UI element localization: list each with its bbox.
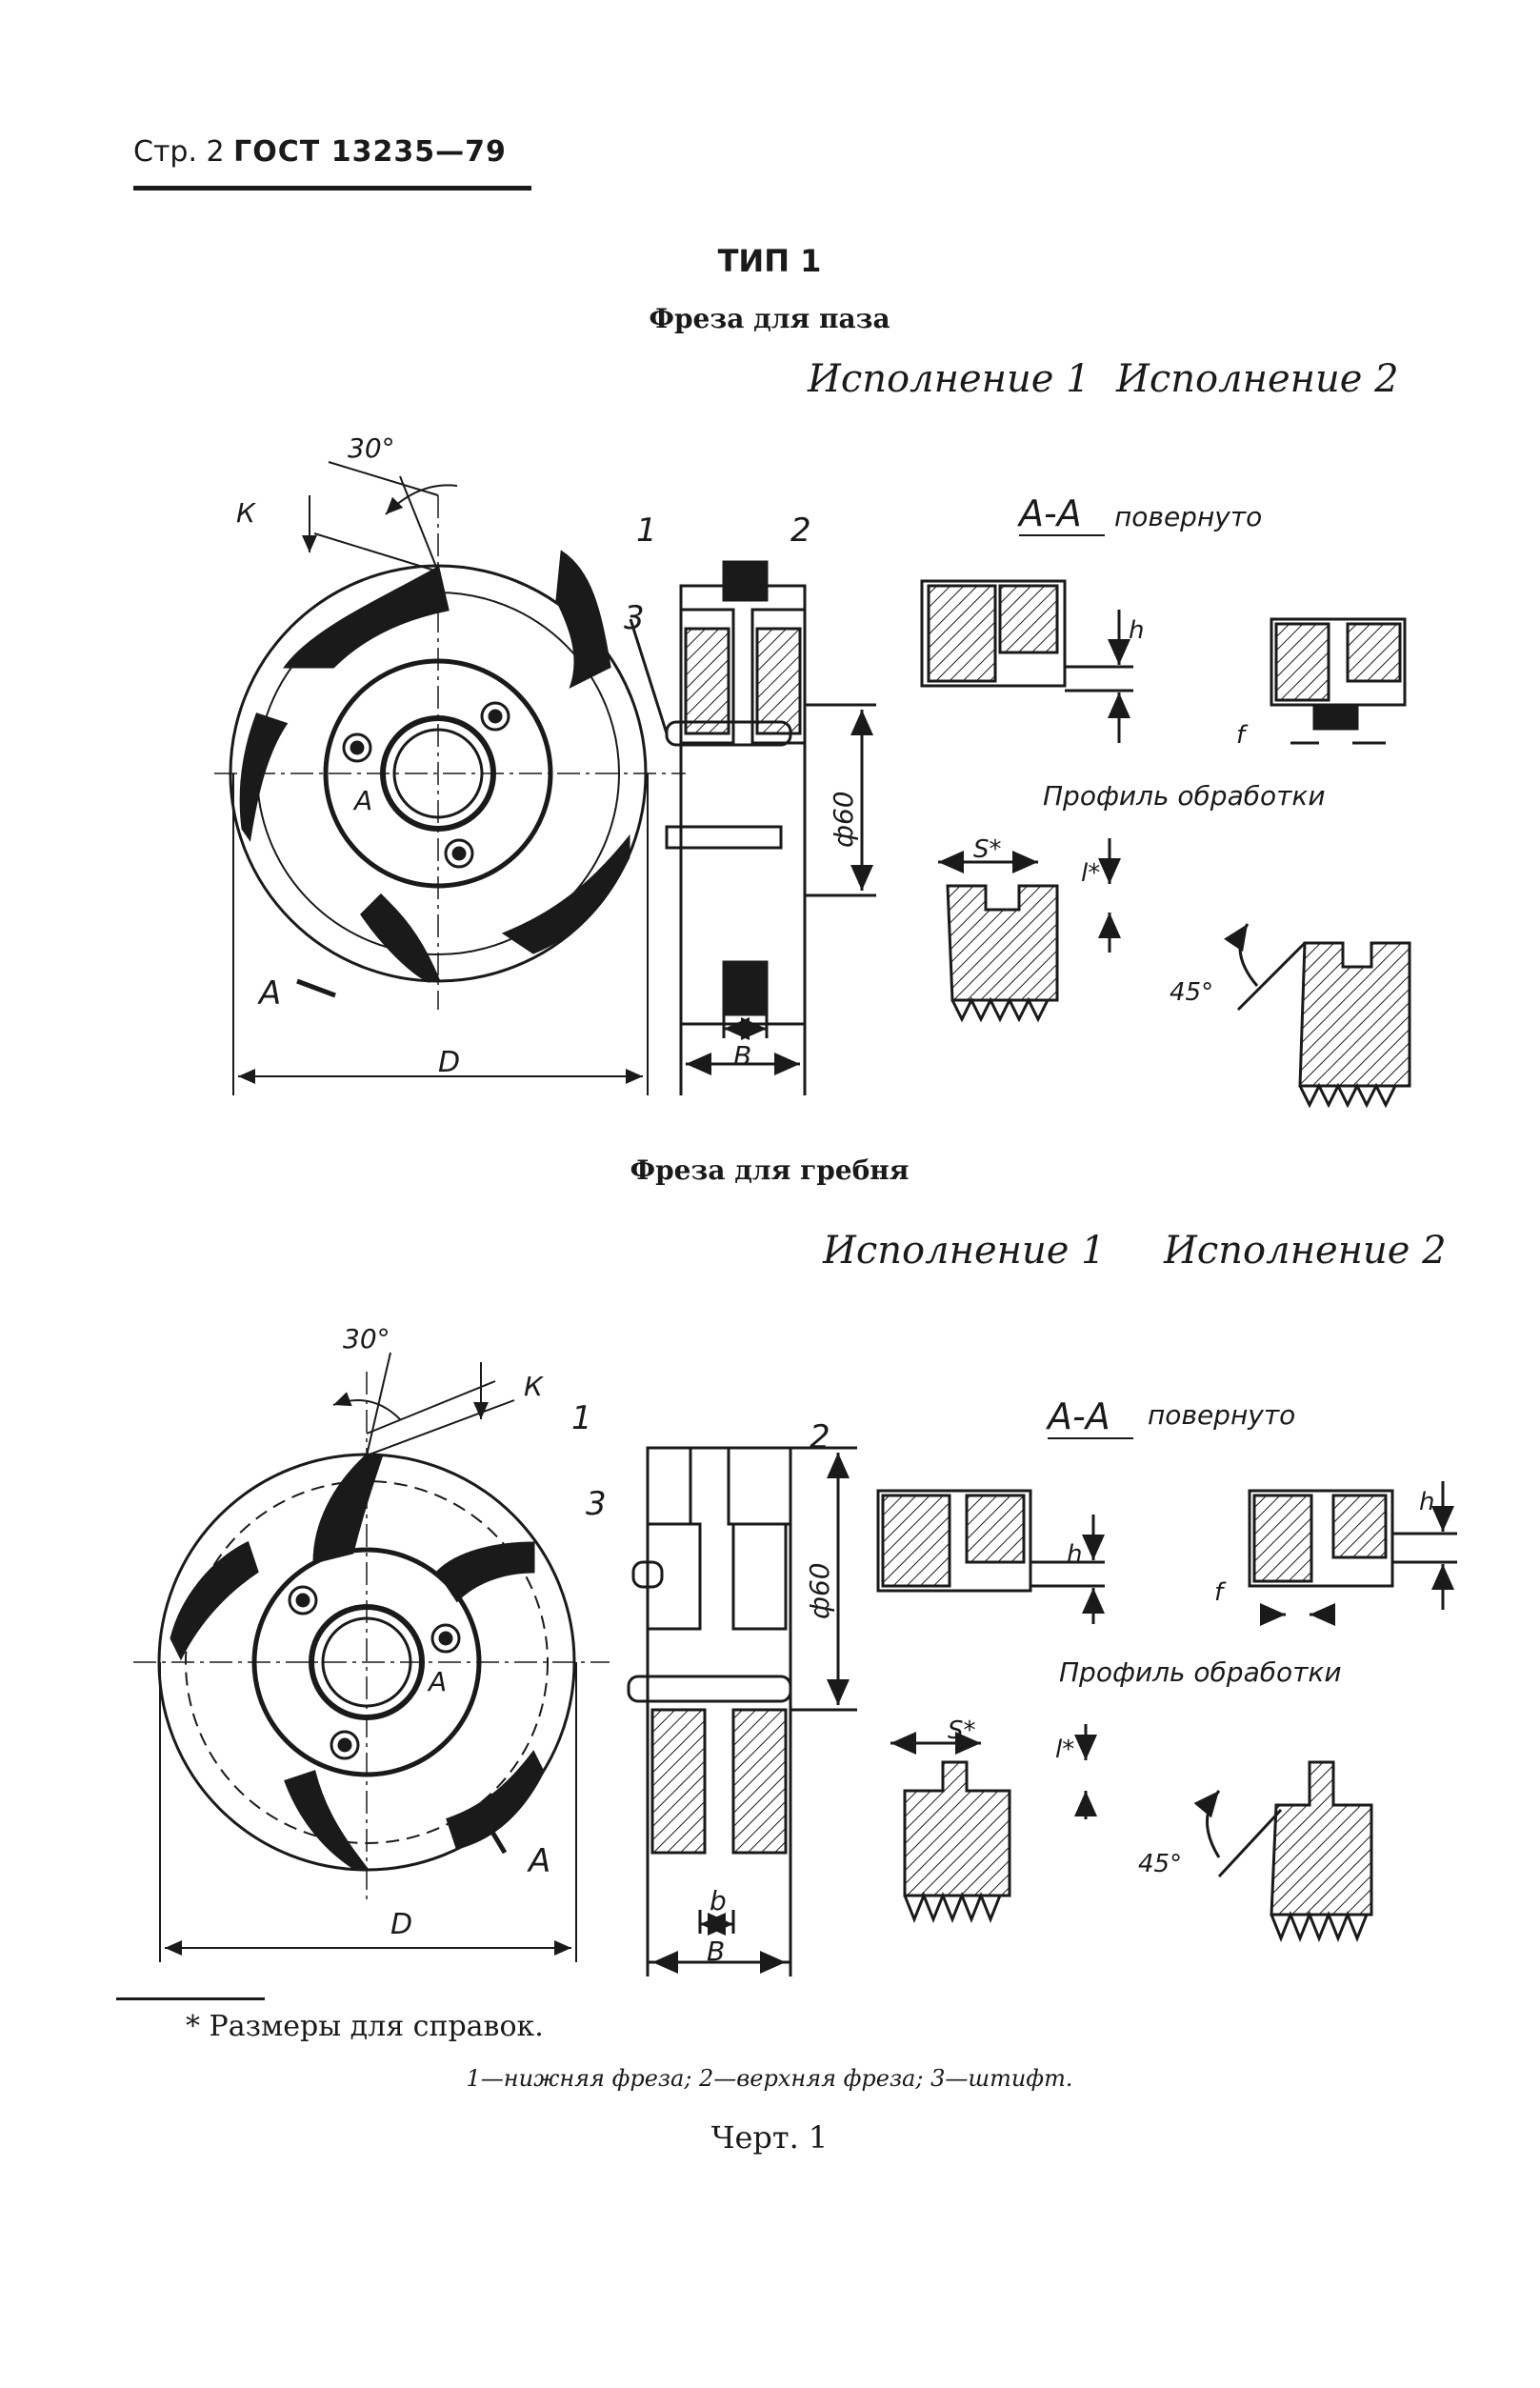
bottom-label-h-left: h xyxy=(1067,1540,1082,1569)
bottom-cutter-side-view xyxy=(627,1446,857,1977)
page-number: Стр. 2 xyxy=(133,135,225,169)
bottom-section-views xyxy=(876,1481,1457,1626)
top-label-b: b xyxy=(737,985,754,1016)
top-section-views xyxy=(920,579,1407,745)
header-rule xyxy=(133,186,531,191)
bottom-label-2: 2 xyxy=(810,1418,830,1456)
top-exec1: Исполнение 1 xyxy=(808,357,1090,401)
bottom-exec2: Исполнение 2 xyxy=(1164,1229,1447,1273)
bottom-label-k: К xyxy=(524,1371,544,1402)
top-label-f: f xyxy=(1236,721,1249,750)
top-label-d60: ф60 xyxy=(828,791,859,848)
bottom-exec1: Исполнение 1 xyxy=(823,1229,1106,1273)
bottom-centerlines xyxy=(133,1372,610,1905)
footnote-rule xyxy=(116,1997,265,2000)
top-dimensions xyxy=(232,461,649,1095)
top-label-45: 45° xyxy=(1170,978,1213,1007)
bottom-label-h-right: h xyxy=(1419,1488,1434,1516)
bottom-label-b: b xyxy=(710,1885,727,1916)
top-label-d: D xyxy=(438,1046,460,1079)
gost-number: ГОСТ 13235—79 xyxy=(233,135,507,169)
bottom-angle-30: 30° xyxy=(343,1323,390,1355)
bottom-section-label: А-А xyxy=(1045,1395,1110,1437)
top-section-label: А-А xyxy=(1016,492,1082,534)
bottom-profile-label: Профиль обработки xyxy=(1059,1656,1342,1688)
bottom-label-f: f xyxy=(1214,1578,1227,1607)
bottom-label-45: 45° xyxy=(1138,1850,1182,1878)
top-label-3: 3 xyxy=(624,599,645,637)
bottom-label-d60: ф60 xyxy=(804,1562,835,1619)
top-label-b-big: B xyxy=(733,1040,751,1072)
top-label-l: l* xyxy=(1081,859,1100,888)
top-label-a-center: А xyxy=(352,785,372,816)
bottom-section-rotated: повернуто xyxy=(1148,1399,1295,1431)
top-label-k: К xyxy=(236,497,256,529)
top-centerlines xyxy=(214,495,686,1010)
bottom-title: Фреза для гребня xyxy=(630,1154,910,1186)
top-label-a: А xyxy=(257,974,281,1013)
bottom-label-a: А xyxy=(527,1842,550,1880)
footnote: * Размеры для справок. xyxy=(186,2010,544,2043)
drawing-number: Черт. 1 xyxy=(710,2119,829,2156)
bottom-label-a-center: А xyxy=(427,1666,447,1697)
bottom-label-l: l* xyxy=(1055,1736,1074,1764)
top-section-rotated: повернуто xyxy=(1114,501,1262,532)
top-label-h: h xyxy=(1129,616,1144,645)
bottom-label-b-big: B xyxy=(707,1936,725,1967)
bottom-profile-views xyxy=(890,1724,1373,1943)
legend: 1—нижняя фреза; 2—верхняя фреза; 3—штифт… xyxy=(466,2065,1073,2092)
top-cutter-side-view xyxy=(629,560,876,1095)
top-exec2: Исполнение 2 xyxy=(1116,357,1399,401)
page-header: Стр. 2 ГОСТ 13235—79 xyxy=(133,135,507,169)
bottom-label-1: 1 xyxy=(571,1399,592,1437)
top-angle-30: 30° xyxy=(348,432,395,464)
top-profile-label: Профиль обработки xyxy=(1043,780,1326,812)
bottom-label-3: 3 xyxy=(586,1485,607,1523)
bottom-label-s: S* xyxy=(948,1716,976,1745)
bottom-label-d: D xyxy=(390,1908,412,1941)
type-title: ТИП 1 xyxy=(717,243,822,279)
top-label-s: S* xyxy=(973,835,1002,864)
top-label-2: 2 xyxy=(790,512,811,550)
top-label-1: 1 xyxy=(636,512,657,550)
top-profile-views xyxy=(938,838,1411,1109)
bottom-dimensions xyxy=(159,1352,577,1962)
top-title: Фреза для паза xyxy=(649,303,890,334)
